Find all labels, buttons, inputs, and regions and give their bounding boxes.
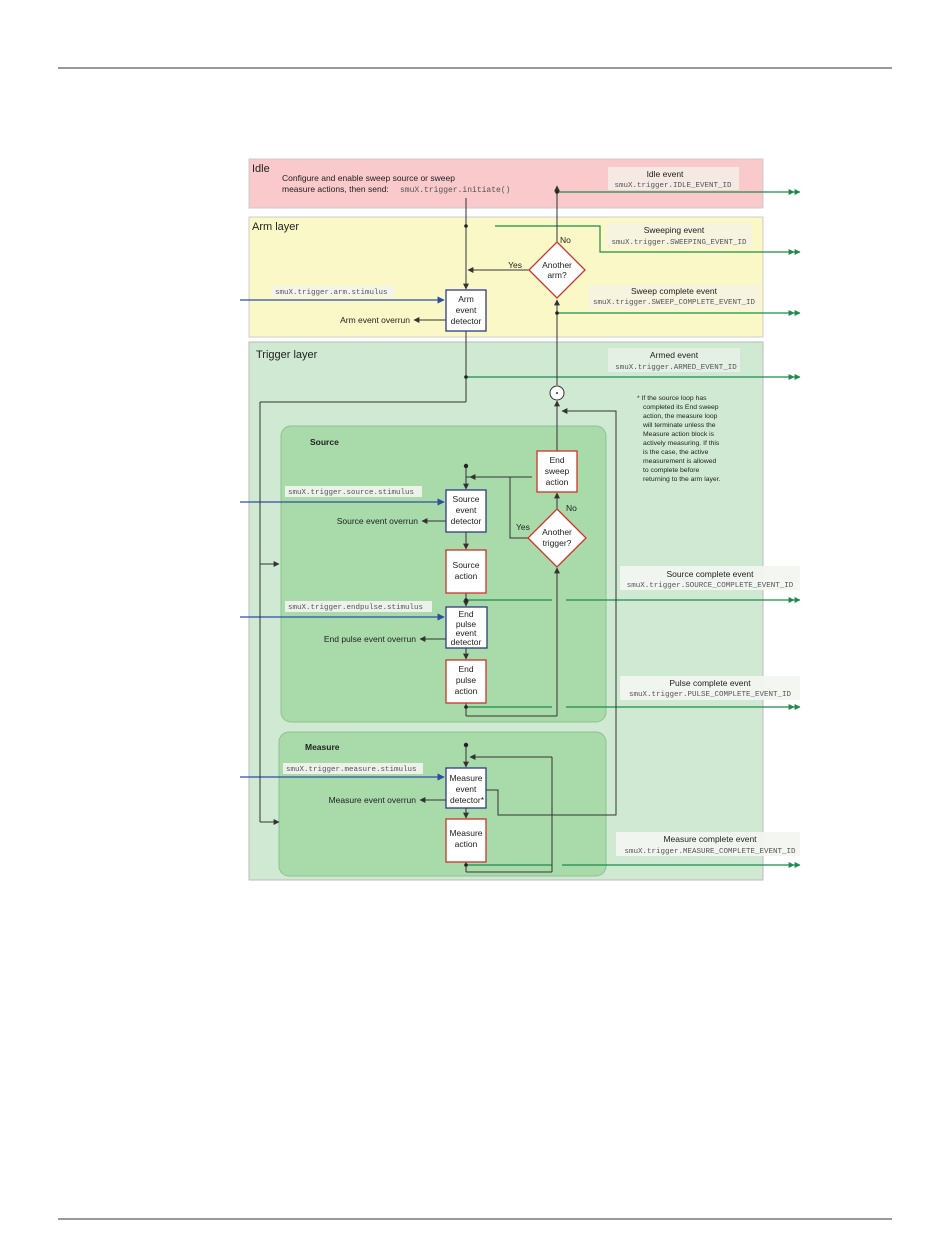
block-source-action: Source action — [445, 549, 487, 594]
event-source-complete-id: smuX.trigger.SOURCE_COMPLETE_EVENT_ID — [627, 582, 794, 590]
block-line: End — [458, 609, 473, 619]
block-end-pulse-action: End pulse action — [445, 659, 487, 704]
event-sweep-complete-name: Sweep complete event — [631, 286, 718, 296]
footnote-line: Measure action block is — [643, 431, 715, 438]
block-line: event — [456, 628, 477, 638]
event-idle-name: Idle event — [647, 169, 684, 179]
event-pulse-complete-id: smuX.trigger.PULSE_COMPLETE_EVENT_ID — [629, 691, 792, 699]
overrun-arm-label: Arm event overrun — [340, 315, 410, 325]
another-arm-no-label: No — [560, 235, 571, 245]
stimulus-arm-label: smuX.trigger.arm.stimulus — [275, 289, 388, 297]
footnote-line: to complete before — [643, 467, 700, 474]
block-line: detector* — [450, 795, 485, 805]
event-sweep-complete-id: smuX.trigger.SWEEP_COMPLETE_EVENT_ID — [593, 299, 756, 307]
decision-another-arm-line: Another — [542, 260, 572, 270]
source-group — [280, 425, 607, 723]
block-line: Source — [453, 494, 480, 504]
decision-another-trigger: Another trigger? — [527, 508, 587, 568]
overrun-endpulse-label: End pulse event overrun — [324, 634, 416, 644]
measure-title: Measure — [305, 742, 340, 752]
event-measure-complete-id: smuX.trigger.MEASURE_COMPLETE_EVENT_ID — [624, 848, 796, 856]
stimulus-labels: smuX.trigger.arm.stimulus smuX.trigger.s… — [272, 286, 432, 774]
junction-dots — [463, 190, 559, 867]
overrun-source-label: Source event overrun — [337, 516, 419, 526]
block-end-sweep-action: End sweep action — [536, 450, 578, 493]
block-line: detector — [451, 316, 482, 326]
stimulus-lines — [240, 296, 445, 781]
another-arm-yes-label: Yes — [508, 260, 522, 270]
idle-note-code: smuX.trigger.initiate() — [400, 186, 510, 195]
decision-another-trigger-line: trigger? — [543, 538, 572, 548]
block-measure-action: Measure action — [445, 818, 487, 863]
block-line: Arm — [458, 294, 474, 304]
block-line: event — [456, 305, 477, 315]
block-line: action — [455, 571, 478, 581]
footnote: * If the source loop has completed its E… — [637, 395, 721, 483]
event-sweeping-id: smuX.trigger.SWEEPING_EVENT_ID — [611, 239, 747, 247]
idle-title: Idle — [252, 163, 270, 175]
event-armed-name: Armed event — [650, 350, 699, 360]
stimulus-endpulse-label: smuX.trigger.endpulse.stimulus — [288, 604, 423, 612]
decision-another-arm: Another arm? — [528, 241, 586, 299]
event-sweeping-name: Sweeping event — [644, 225, 705, 235]
event-armed: Armed event smuX.trigger.ARMED_EVENT_ID — [608, 348, 740, 372]
arm-title: Arm layer — [252, 221, 299, 233]
event-line-sweeping — [495, 225, 801, 255]
block-line: pulse — [456, 675, 477, 685]
footnote-line: will terminate unless the — [642, 422, 716, 429]
block-line: End — [549, 455, 564, 465]
stimulus-source-label: smuX.trigger.source.stimulus — [288, 489, 414, 497]
block-arm-event-detector: Arm event detector — [445, 289, 487, 332]
or-node-dot — [556, 392, 558, 394]
event-pulse-complete-name: Pulse complete event — [669, 678, 751, 688]
idle-note-line2: measure actions, then send: — [282, 184, 389, 194]
block-line: detector — [451, 637, 482, 647]
block-line: action — [455, 686, 478, 696]
block-line: event — [456, 784, 477, 794]
footnote-line: completed its End sweep — [643, 404, 719, 411]
source-title: Source — [310, 437, 339, 447]
event-measure-complete: Measure complete event smuX.trigger.MEAS… — [616, 832, 800, 856]
event-idle: Idle event smuX.trigger.IDLE_EVENT_ID — [608, 167, 739, 190]
event-measure-complete-name: Measure complete event — [663, 834, 757, 844]
block-line: sweep — [545, 466, 570, 476]
block-line: Measure — [449, 773, 482, 783]
footnote-line: * If the source loop has — [637, 395, 707, 402]
block-line: event — [456, 505, 477, 515]
event-armed-id: smuX.trigger.ARMED_EVENT_ID — [615, 364, 737, 372]
stimulus-measure-label: smuX.trigger.measure.stimulus — [286, 766, 417, 774]
event-pulse-complete: Pulse complete event smuX.trigger.PULSE_… — [620, 676, 800, 700]
block-source-event-detector: Source event detector — [445, 489, 487, 533]
event-idle-id: smuX.trigger.IDLE_EVENT_ID — [614, 182, 732, 190]
block-line: detector — [451, 516, 482, 526]
decision-another-trigger-line: Another — [542, 527, 572, 537]
block-line: action — [546, 477, 569, 487]
block-line: pulse — [456, 619, 477, 629]
block-line: action — [455, 839, 478, 849]
decision-another-arm-line: arm? — [547, 270, 567, 280]
event-source-complete-name: Source complete event — [667, 569, 755, 579]
footnote-line: actively measuring. If this — [643, 440, 720, 447]
footnote-line: returning to the arm layer. — [643, 476, 721, 483]
event-lines — [466, 189, 801, 868]
event-sweep-complete: Sweep complete event smuX.trigger.SWEEP_… — [588, 285, 760, 309]
block-measure-event-detector: Measure event detector* — [445, 767, 487, 809]
event-sweeping: Sweeping event smuX.trigger.SWEEPING_EVE… — [606, 223, 752, 247]
idle-note-line1: Configure and enable sweep source or swe… — [282, 173, 455, 183]
block-line: Source — [453, 560, 480, 570]
overrun-measure-label: Measure event overrun — [329, 795, 417, 805]
event-source-complete: Source complete event smuX.trigger.SOURC… — [620, 566, 800, 590]
another-trigger-no-label: No — [566, 503, 577, 513]
another-trigger-yes-label: Yes — [516, 522, 530, 532]
block-end-pulse-event-detector: End pulse event detector — [445, 606, 488, 649]
footnote-line: action, the measure loop — [643, 413, 718, 420]
footnote-line: measurement is allowed — [643, 458, 717, 465]
trigger-title: Trigger layer — [256, 349, 318, 361]
footnote-line: is the case, the active — [643, 449, 709, 456]
block-line: Measure — [449, 828, 482, 838]
block-line: End — [458, 664, 473, 674]
